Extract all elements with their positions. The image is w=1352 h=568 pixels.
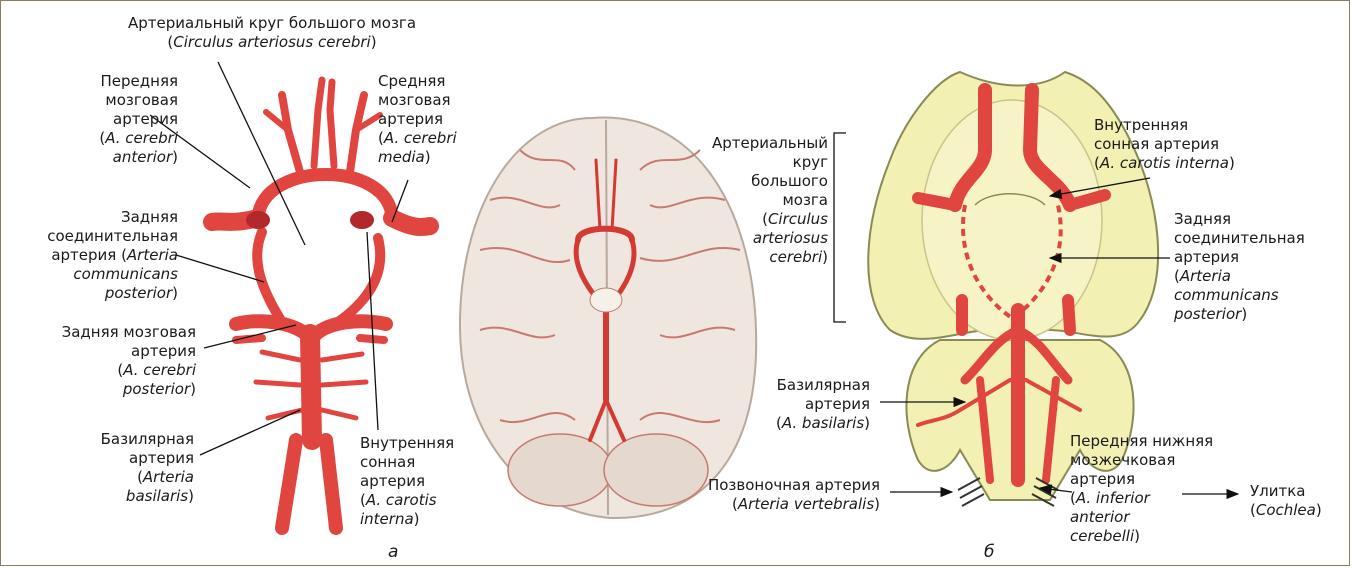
- label-circle-of-willis-b: Артериальный круг большого мозга (Circul…: [676, 134, 828, 267]
- label-circle-of-willis-top: Артериальный круг большого мозга (Circul…: [84, 14, 460, 52]
- panel-label-a: а: [388, 542, 398, 562]
- label-internal-carotid-a: Внутренняя сонная артерия (A. carotis in…: [360, 434, 480, 529]
- label-basilar-a: Базилярная артерия (Arteria basilaris): [62, 430, 194, 506]
- label-internal-carotid-b: Внутренняя сонная артерия (A. carotis in…: [1094, 116, 1294, 173]
- label-middle-cerebral: Средняя мозговая артерия (A. cerebri med…: [378, 72, 488, 167]
- label-basilar-b: Базилярная артерия (A. basilaris): [720, 376, 870, 433]
- label-posterior-cerebral: Задняя мозговая артерия (A. cerebri post…: [14, 323, 196, 399]
- label-anterior-cerebral: Передняя мозговая артерия (A. cerebri an…: [70, 72, 178, 167]
- label-aica: Передняя нижняя мозжечковая артерия (A. …: [1070, 432, 1250, 546]
- label-posterior-communicating-b: Задняя соединительная артерия (Arteria c…: [1174, 210, 1324, 324]
- label-posterior-communicating-a: Задняя соединительная артерия (Arteria c…: [18, 208, 178, 303]
- label-vertebral: Позвоночная артерия (Arteria vertebralis…: [630, 476, 880, 514]
- panel-label-b: б: [984, 542, 994, 562]
- label-cochlea: Улитка (Cochlea): [1250, 482, 1340, 520]
